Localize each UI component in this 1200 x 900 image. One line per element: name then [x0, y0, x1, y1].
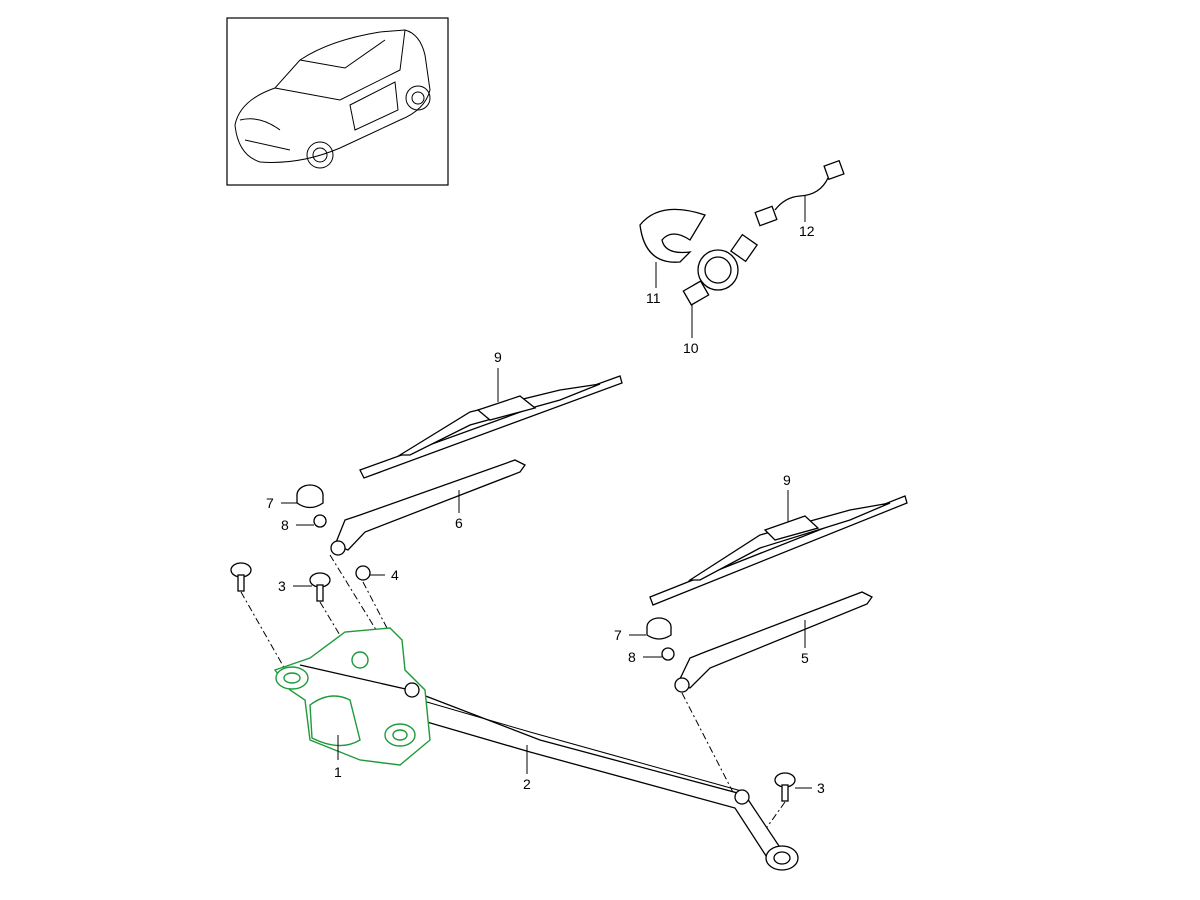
part-6-wiper-arm-left[interactable] [330, 459, 526, 556]
part-9-wiper-blade-right[interactable] [649, 495, 908, 606]
callout-10: 10 [683, 340, 699, 356]
part-3-screw-left-b[interactable] [309, 572, 331, 602]
callout-12: 12 [799, 223, 815, 239]
callout-9-left: 9 [494, 349, 502, 365]
part-9-wiper-blade-left[interactable] [359, 375, 623, 479]
callout-3-left: 3 [278, 578, 286, 594]
callout-4: 4 [391, 567, 399, 583]
part-11-sensor-holder[interactable] [639, 208, 706, 263]
callout-7-right: 7 [614, 627, 622, 643]
callout-7-left: 7 [266, 495, 274, 511]
part-1-wiper-motor[interactable] [273, 627, 431, 766]
callout-2: 2 [523, 776, 531, 792]
callout-6: 6 [455, 515, 463, 531]
car-illustration [234, 29, 431, 169]
callout-8-right: 8 [628, 649, 636, 665]
part-12-cable[interactable] [754, 159, 845, 227]
part-2-wiper-linkage[interactable] [408, 688, 799, 871]
callout-11: 11 [646, 290, 661, 306]
part-4-nut[interactable] [355, 565, 371, 581]
callout-5: 5 [801, 650, 809, 666]
part-5-wiper-arm-right[interactable] [674, 591, 873, 693]
part-7-cap-right[interactable] [646, 617, 672, 640]
callout-1: 1 [334, 764, 342, 780]
callout-8-left: 8 [281, 517, 289, 533]
part-3-screw-right[interactable] [774, 772, 796, 802]
callout-labels: 12 11 10 9 9 7 8 6 3 4 7 8 5 1 2 3 [266, 223, 825, 796]
part-8-nut-right[interactable] [661, 647, 675, 661]
callout-9-right: 9 [783, 472, 791, 488]
part-3-screw-left-a[interactable] [230, 562, 252, 592]
leader-lines [281, 195, 812, 789]
part-10-rain-sensor[interactable] [682, 233, 759, 306]
vehicle-thumbnail[interactable] [226, 17, 449, 186]
part-7-cap-left[interactable] [296, 484, 324, 509]
part-8-nut-left[interactable] [313, 514, 327, 528]
callout-3-right: 3 [817, 780, 825, 796]
